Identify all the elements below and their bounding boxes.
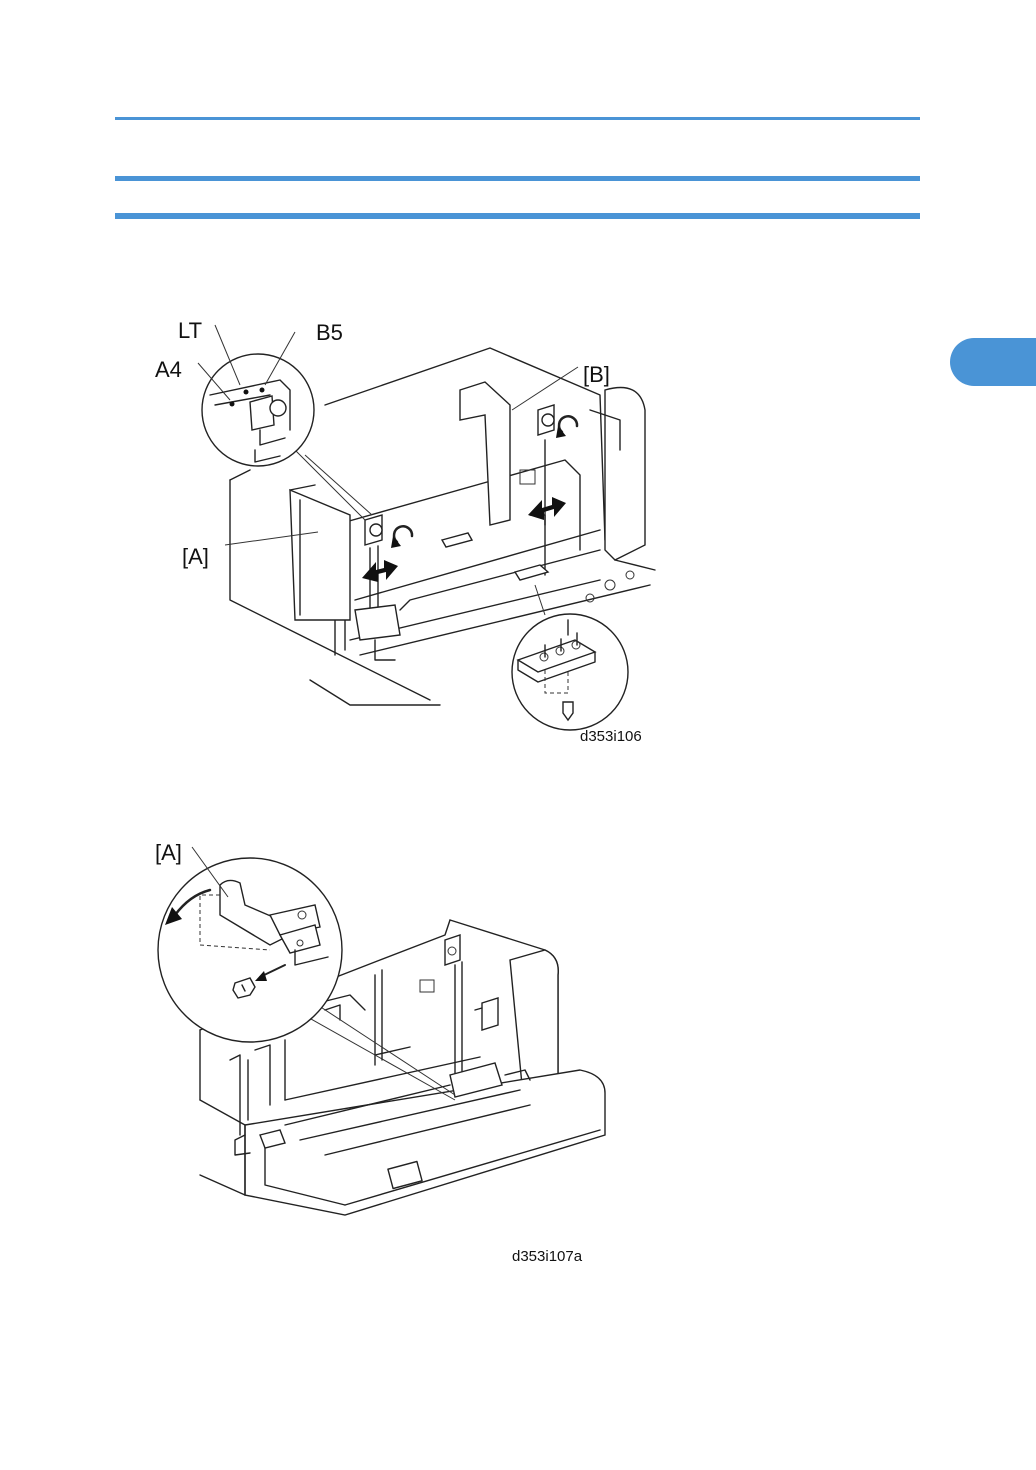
figure-tray-guide-adjustment: LT B5 A4 [B] [A] d353i106 [150,310,670,750]
detail-circle-screw-holes [512,585,628,730]
slide-arrow-right-icon [528,497,566,520]
header-rule-middle [115,176,920,181]
figure-id-d353i107a: d353i107a [512,1248,583,1265]
header-rule-top [115,117,920,120]
side-guide-a [290,485,350,620]
rotate-arrow-left-icon [391,526,412,548]
rotate-arrow-right-icon [556,416,577,438]
detail-circle-size-positions [202,354,372,520]
figure-tray-lever-removal: [A] d353i107a [150,835,620,1270]
callout-a-label: [A] [155,840,182,865]
slide-arrow-left-icon [362,560,398,582]
callout-lt-label: LT [178,318,202,343]
callout-a-label: [A] [182,544,209,569]
detail-circle-lever [158,858,455,1100]
callout-b-label: [B] [583,362,610,387]
callout-a4-label: A4 [155,357,182,382]
figure-id-d353i106: d353i106 [580,728,642,745]
chapter-tab [950,338,1036,386]
callout-b5-label: B5 [316,320,343,345]
guide-bracket-right [538,405,554,435]
header-rule-bottom [115,213,920,219]
